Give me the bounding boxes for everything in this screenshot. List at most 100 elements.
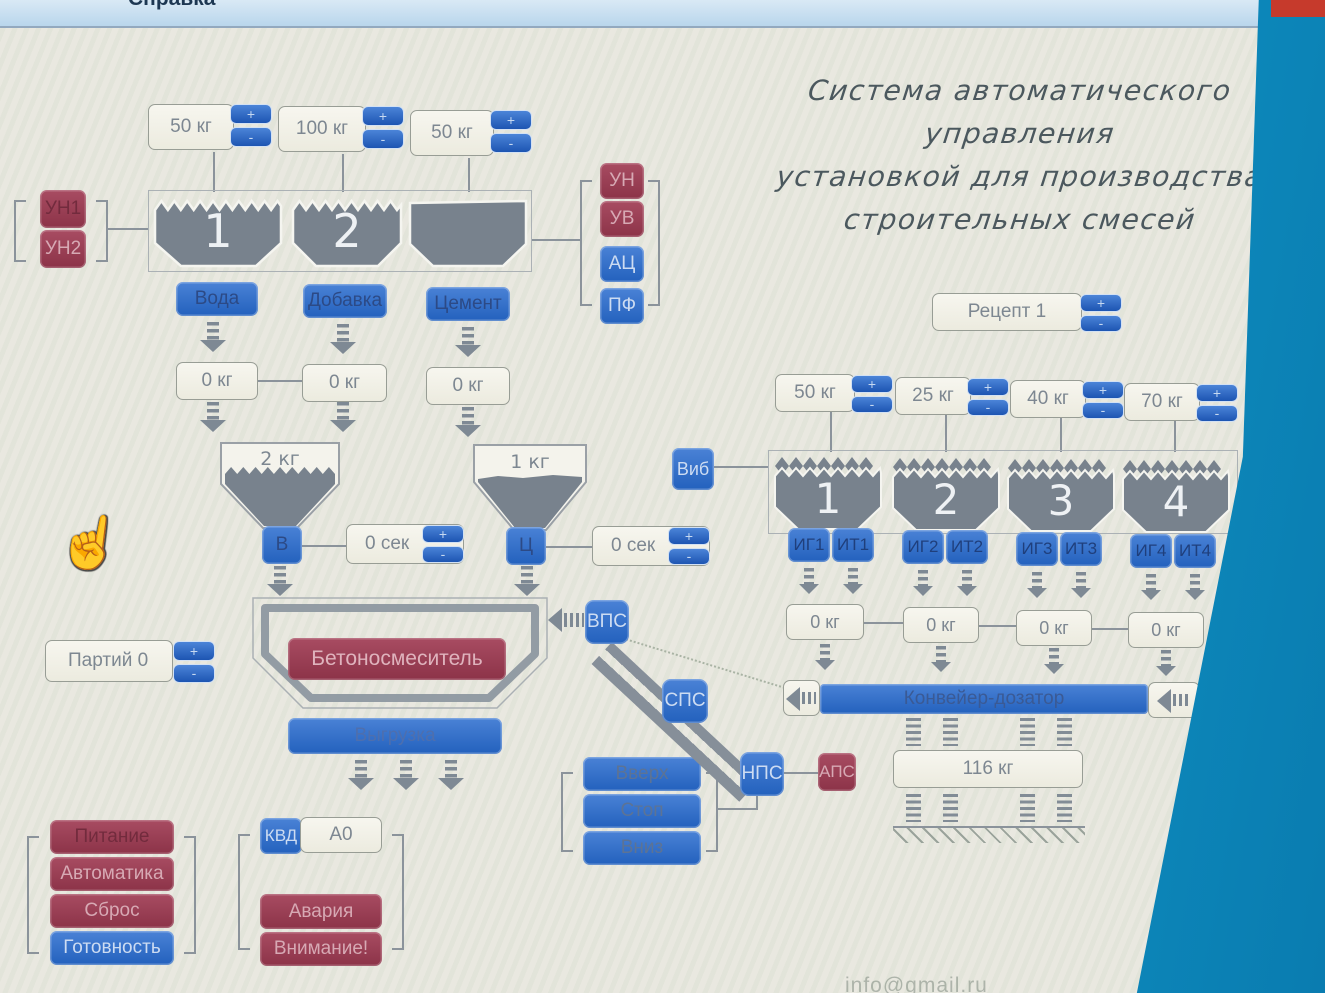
connector [108, 228, 148, 230]
plus-button[interactable]: + [668, 527, 710, 545]
nps-sensor-button[interactable]: НПС [740, 752, 784, 796]
agg3-setpoint-field: 40 кг [1010, 380, 1086, 418]
plus-button[interactable]: + [490, 110, 532, 130]
plus-button[interactable]: + [1082, 381, 1124, 399]
gate-ig3-button[interactable]: ИГ3 [1016, 532, 1058, 566]
minus-button[interactable]: - [1082, 401, 1124, 419]
automatic-button[interactable]: Автоматика [50, 857, 174, 891]
cement-weigher: 1 кг [473, 444, 587, 531]
aggregate-hopper-1: 1 [774, 457, 882, 530]
un1-button[interactable]: УН1 [40, 190, 86, 228]
agg4-stepper: + - [1196, 384, 1238, 422]
hopper-number: 2 [332, 204, 361, 258]
batch-counter-field: Партий 0 [45, 640, 173, 682]
un-valve-button[interactable]: УН [600, 163, 644, 199]
load-cell-spring [1020, 718, 1035, 746]
un2-button[interactable]: УН2 [40, 230, 86, 268]
minus-button[interactable]: - [230, 127, 272, 147]
minus-button[interactable]: - [851, 395, 893, 413]
minus-button[interactable]: - [1196, 404, 1238, 422]
hopper-number: 4 [1163, 477, 1190, 526]
additive-weight-readout: 0 кг [302, 364, 387, 402]
connector [864, 622, 903, 624]
connector [714, 466, 768, 468]
discharge-button[interactable]: Выгрузка [288, 718, 502, 754]
gate-it4-button[interactable]: ИТ4 [1174, 534, 1216, 568]
plus-button[interactable]: + [1196, 384, 1238, 402]
close-button[interactable] [1271, 0, 1325, 17]
watermark-text: info@gmail.ru [845, 974, 988, 993]
cement-discharge-valve-button[interactable]: Ц [506, 527, 546, 565]
reset-button[interactable]: Сброс [50, 894, 174, 928]
minus-button[interactable]: - [422, 545, 464, 563]
plus-button[interactable]: + [1080, 294, 1122, 312]
ready-button[interactable]: Готовность [50, 931, 174, 965]
minus-button[interactable]: - [668, 547, 710, 565]
kvd-button[interactable]: КВД [260, 818, 302, 854]
skip-down-button[interactable]: Вниз [583, 831, 701, 865]
hopper-number: 2 [933, 475, 960, 524]
water-weigher: 2 кг [220, 442, 340, 529]
gate-ig4-button[interactable]: ИГ4 [1130, 534, 1172, 568]
cement-material-button[interactable]: Цемент [426, 287, 510, 321]
gate-it3-button[interactable]: ИТ3 [1060, 532, 1102, 566]
connector [1174, 421, 1176, 452]
additive-material-button[interactable]: Добавка [303, 284, 387, 318]
plus-button[interactable]: + [362, 106, 404, 126]
water-material-button[interactable]: Вода [176, 282, 258, 316]
warning-button[interactable]: Внимание! [260, 932, 382, 966]
hopper-number: 1 [815, 474, 842, 523]
conveyor-doser-button[interactable]: Конвейер-дозатор [820, 684, 1148, 714]
pf-valve-button[interactable]: ПФ [600, 288, 644, 324]
menu-item-help[interactable]: Справка [128, 0, 215, 11]
load-cell-spring [943, 794, 958, 822]
agg2-setpoint-field: 25 кг [895, 377, 971, 415]
flow-arrow [200, 402, 226, 436]
power-button[interactable]: Питание [50, 820, 174, 854]
flow-arrow [1071, 572, 1091, 602]
gate-ig1-button[interactable]: ИГ1 [788, 528, 830, 562]
plus-button[interactable]: + [851, 375, 893, 393]
mixer-button[interactable]: Бетоносмеситель [288, 638, 506, 680]
agg1-stepper: + - [851, 375, 893, 413]
sps-sensor-button[interactable]: СПС [662, 679, 708, 723]
skip-up-button[interactable]: Вверх [583, 757, 701, 791]
load-cell-spring [1057, 718, 1072, 746]
connector [756, 796, 758, 810]
flow-arrow [514, 566, 540, 600]
alarm-button[interactable]: Авария [260, 894, 382, 929]
minus-button[interactable]: - [967, 398, 1009, 416]
ac-valve-button[interactable]: АЦ [600, 246, 644, 282]
flow-arrow [438, 760, 464, 794]
skip-stop-button[interactable]: Стоп [583, 794, 701, 828]
load-cell-spring [1020, 794, 1035, 822]
hand-cursor: ☝ [54, 509, 127, 577]
flow-arrow [1027, 572, 1047, 602]
vibrator-button[interactable]: Виб [672, 448, 714, 490]
plus-button[interactable]: + [173, 641, 215, 661]
setpoint-additive-field: 100 кг [278, 106, 366, 152]
bracket [184, 836, 196, 954]
connector [830, 412, 832, 452]
water-weigher-capacity: 2 кг [260, 448, 300, 470]
flow-arrow [957, 570, 977, 600]
setpoint-cement-field: 50 кг [410, 110, 494, 156]
minus-button[interactable]: - [1080, 314, 1122, 332]
hopper-number: 3 [1048, 476, 1075, 525]
plus-button[interactable]: + [422, 525, 464, 543]
gate-it1-button[interactable]: ИТ1 [832, 528, 874, 562]
minus-button[interactable]: - [362, 129, 404, 149]
vps-sensor-button[interactable]: ВПС [585, 600, 629, 644]
conveyor-right-arrow-icon [1157, 689, 1189, 713]
uv-valve-button[interactable]: УВ [600, 201, 644, 237]
gate-it2-button[interactable]: ИТ2 [946, 530, 988, 564]
minus-button[interactable]: - [173, 663, 215, 683]
cement-weight-readout: 0 кг [426, 367, 510, 405]
plus-button[interactable]: + [967, 378, 1009, 396]
aps-sensor-button[interactable]: АПС [818, 753, 856, 791]
load-cell-spring [943, 718, 958, 746]
water-discharge-valve-button[interactable]: В [262, 526, 302, 564]
plus-button[interactable]: + [230, 104, 272, 124]
gate-ig2-button[interactable]: ИГ2 [902, 530, 944, 564]
minus-button[interactable]: - [490, 133, 532, 153]
